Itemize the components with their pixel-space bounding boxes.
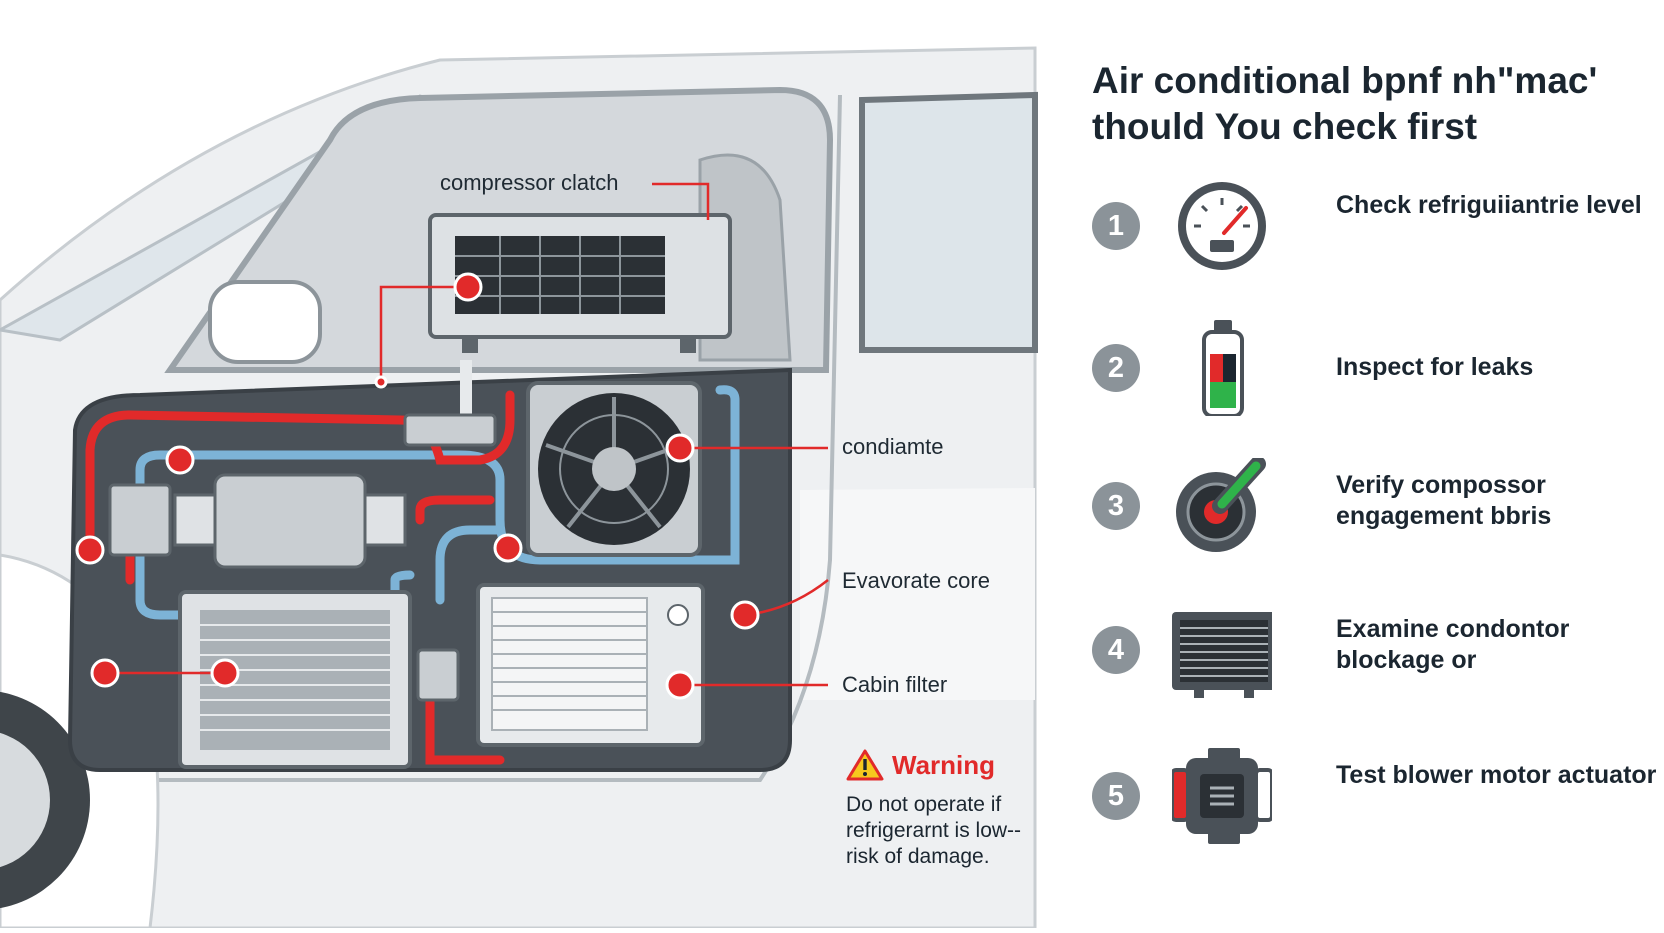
- car-cutaway-illustration: [0, 46, 1038, 930]
- callout-cabin-filter: Cabin filter: [842, 672, 948, 697]
- gauge-icon: [1178, 182, 1266, 270]
- compressor-clutch-icon: [1176, 458, 1266, 552]
- rear-window: [859, 91, 1038, 353]
- blower-motor-unit: [108, 473, 407, 569]
- step-label: Inspect for leaks: [1336, 353, 1534, 381]
- step-number: 4: [1092, 626, 1140, 674]
- step-label: Examine condontor blockage or: [1336, 615, 1570, 674]
- callout-evaporator: Evavorate core: [842, 568, 990, 593]
- callout-lines: [105, 182, 829, 687]
- step-4: 4 Examine condontor blockage or: [1092, 602, 1652, 698]
- warning-text: Do not operate if refrigerarnt is low-- …: [846, 793, 1022, 868]
- checklist-panel: Air conditional bpnf nh"mac' thould You …: [1040, 0, 1664, 928]
- expansion-valve: [416, 648, 460, 702]
- step-3: 3 Verify compossor engagement bbris: [1092, 458, 1652, 554]
- title-line-1: Air conditional bpnf nh"mac': [1092, 60, 1598, 101]
- body-panel: [800, 488, 1035, 700]
- step-5: 5 Test blower motor actuator: [1092, 748, 1656, 844]
- page-title: Air conditional bpnf nh"mac' thould You …: [1092, 58, 1652, 150]
- step-1: 1 Check refriguiiantrie level: [1092, 178, 1652, 274]
- warning-triangle-icon: [846, 749, 884, 781]
- step-number: 3: [1092, 482, 1140, 530]
- step-number: 1: [1092, 202, 1140, 250]
- step-label: Check refriguiiantrie level: [1336, 191, 1642, 219]
- car-ac-diagram: compressor clatch condiamte Evavorate co…: [0, 46, 1038, 930]
- title-line-2: thould You check first: [1092, 106, 1478, 147]
- step-number: 5: [1092, 772, 1140, 820]
- step-number: 2: [1092, 344, 1140, 392]
- compressor-unit: [403, 213, 732, 447]
- cabin-filter-housing: [476, 583, 705, 747]
- side-mirror: [208, 280, 322, 364]
- callout-markers: [75, 272, 760, 700]
- evaporator-radiator: [178, 590, 412, 769]
- callout-compressor-clutch: compressor clatch: [440, 170, 619, 195]
- blower-motor-icon: [1172, 748, 1272, 844]
- step-label: Test blower motor actuator: [1336, 761, 1657, 789]
- refrigerant-can-icon: [1202, 320, 1244, 416]
- condenser-fan: [526, 381, 702, 557]
- step-2: 2 Inspect for leaks: [1092, 320, 1652, 416]
- step-label: Verify compossor engagement bbris: [1336, 471, 1552, 530]
- warning-title: Warning: [892, 749, 996, 780]
- filter-icon: [1172, 612, 1272, 698]
- callout-condenser: condiamte: [842, 434, 944, 459]
- warning-box: Warning Do not operate if refrigerarnt i…: [846, 748, 1046, 870]
- wheel-rim: [0, 732, 50, 868]
